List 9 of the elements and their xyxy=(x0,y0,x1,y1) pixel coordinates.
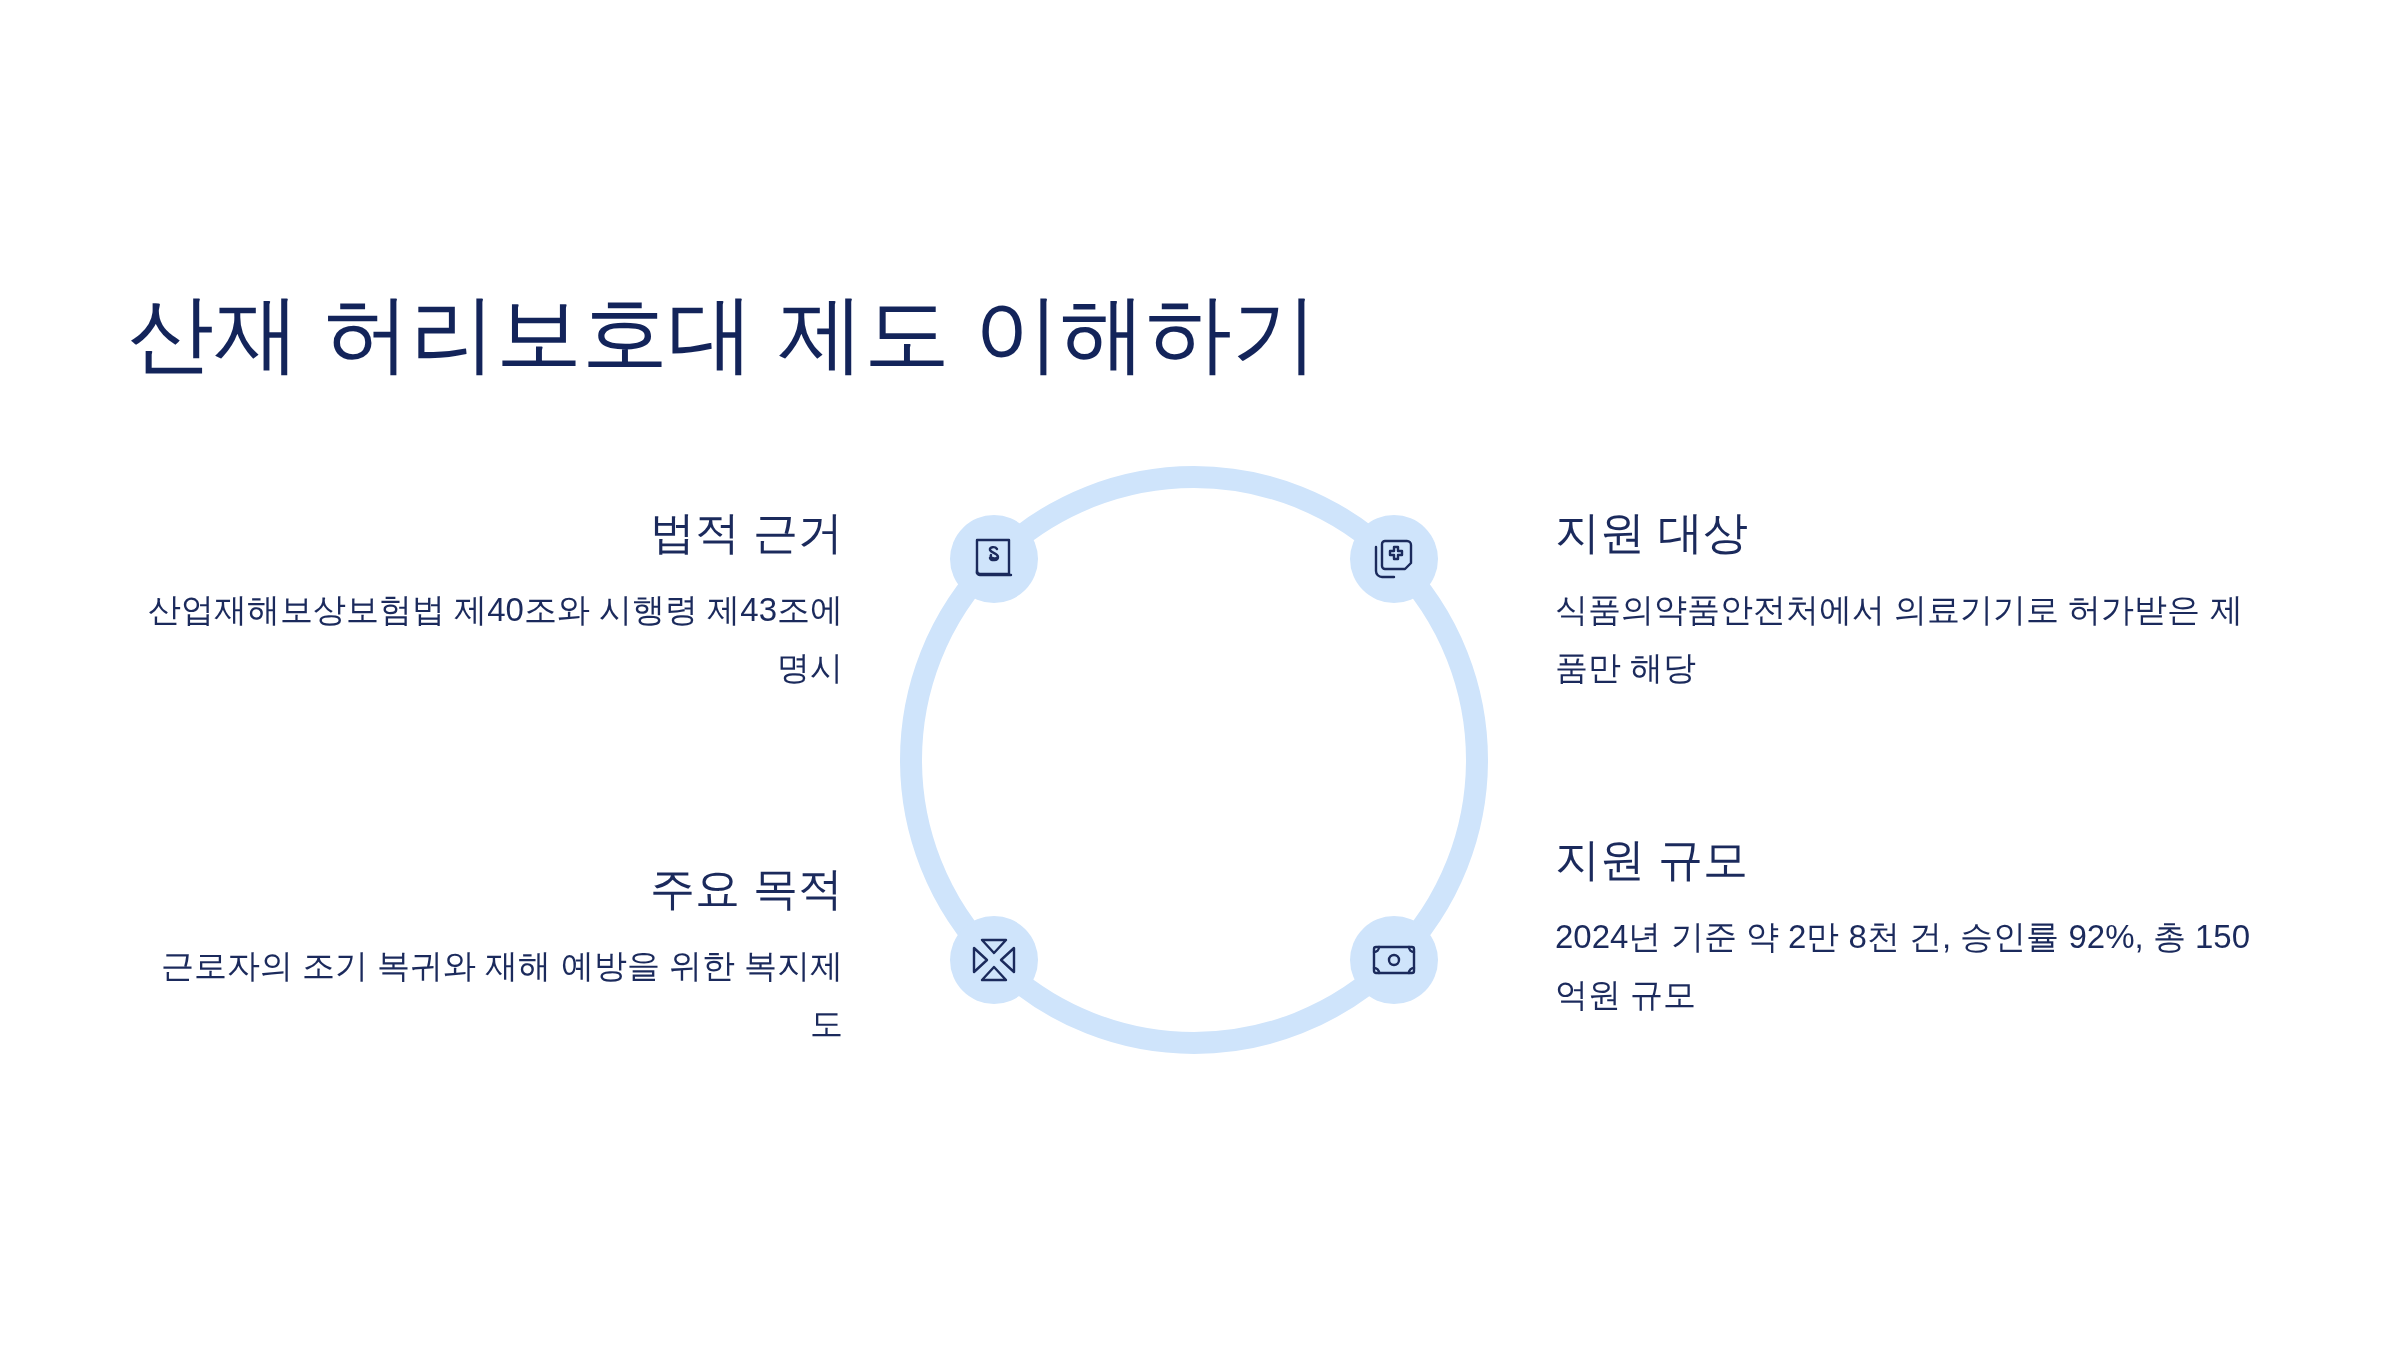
section-description: 2024년 기준 약 2만 8천 건, 승인률 92%, 총 150억원 규모 xyxy=(1555,917,2252,1015)
section-heading: 주요 목적 xyxy=(649,862,843,916)
section-description: 식품의약품안전처에서 의료기기로 허가받은 제품만 해당 xyxy=(1555,590,2244,688)
section-heading: 지원 규모 xyxy=(1555,833,1749,887)
section-heading: 법적 근거 xyxy=(649,506,843,560)
title: 산재 허리보호대 제도 이해하기 xyxy=(128,284,1318,383)
section-description: 산업재해보상보험법 제40조와 시행령 제43조에 명시 xyxy=(147,590,843,688)
section-heading: 지원 대상 xyxy=(1555,506,1749,560)
section-description: 근로자의 조기 복귀와 재해 예방을 위한 복지제도 xyxy=(160,946,843,1044)
